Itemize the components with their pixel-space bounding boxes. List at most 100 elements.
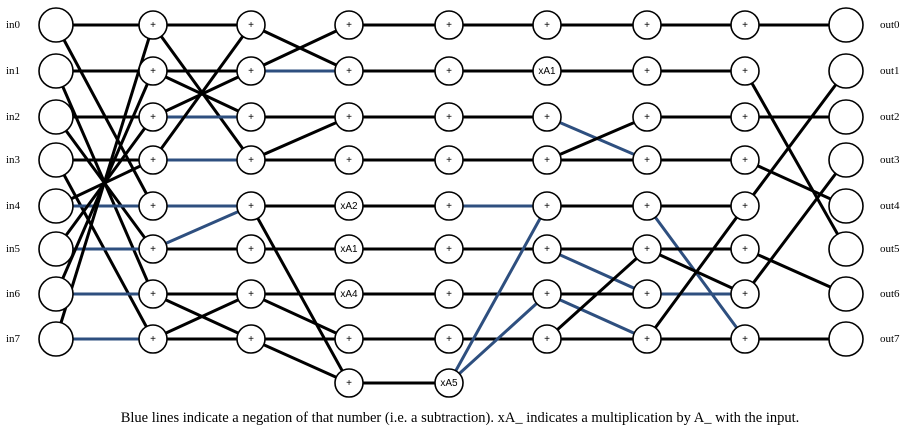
edge xyxy=(545,247,649,341)
output-label: out5 xyxy=(880,243,900,255)
input-label: in4 xyxy=(6,200,21,212)
node-circle xyxy=(236,102,266,132)
op-node: + xyxy=(730,279,760,309)
node-circle xyxy=(632,324,662,354)
node-label: + xyxy=(644,20,650,31)
output-label: out1 xyxy=(880,65,900,77)
node-circle xyxy=(236,56,266,86)
node-layer: ++++++++++++++++++++xA2xA1xA4++++++++++x… xyxy=(38,7,864,398)
node-circle xyxy=(38,7,74,43)
negated-edge xyxy=(447,292,549,385)
node-circle xyxy=(38,99,74,135)
node-circle xyxy=(828,142,864,178)
node-circle xyxy=(334,279,364,309)
node-label: + xyxy=(644,201,650,212)
op-node: + xyxy=(138,56,168,86)
op-node: + xyxy=(138,324,168,354)
node-label: + xyxy=(248,289,254,300)
input-node xyxy=(38,231,74,267)
node-circle xyxy=(138,102,168,132)
op-node: xA4 xyxy=(334,279,364,309)
node-circle xyxy=(38,53,74,89)
node-circle xyxy=(730,56,760,86)
op-node: + xyxy=(532,234,562,264)
node-label: + xyxy=(446,244,452,255)
node-label: + xyxy=(544,244,550,255)
node-label: + xyxy=(644,112,650,123)
node-circle xyxy=(434,10,464,40)
op-node: xA1 xyxy=(334,234,364,264)
edge xyxy=(249,115,351,162)
op-node: + xyxy=(138,10,168,40)
node-circle xyxy=(828,276,864,312)
input-node xyxy=(38,276,74,312)
output-node xyxy=(828,142,864,178)
input-node xyxy=(38,142,74,178)
op-node: + xyxy=(236,10,266,40)
op-node: + xyxy=(334,10,364,40)
op-node: + xyxy=(632,234,662,264)
edge xyxy=(743,69,848,251)
op-node: + xyxy=(236,324,266,354)
op-node: xA1 xyxy=(532,56,562,86)
node-circle xyxy=(138,191,168,221)
node-circle xyxy=(532,234,562,264)
input-node xyxy=(38,99,74,135)
edge xyxy=(743,158,848,296)
output-label: out7 xyxy=(880,333,900,345)
op-node: + xyxy=(434,145,464,175)
op-node: + xyxy=(434,191,464,221)
op-node: + xyxy=(334,368,364,398)
node-circle xyxy=(334,324,364,354)
signal-flow-diagram: ++++++++++++++++++++xA2xA1xA4++++++++++x… xyxy=(6,7,900,398)
node-label: + xyxy=(742,289,748,300)
node-circle xyxy=(532,279,562,309)
node-circle xyxy=(236,234,266,264)
node-circle xyxy=(828,53,864,89)
node-circle xyxy=(334,56,364,86)
node-circle xyxy=(532,145,562,175)
node-circle xyxy=(434,56,464,86)
node-label: + xyxy=(248,20,254,31)
node-circle xyxy=(828,321,864,357)
node-label: xA1 xyxy=(538,66,556,77)
node-label: + xyxy=(248,334,254,345)
output-node xyxy=(828,321,864,357)
input-label: in1 xyxy=(6,65,20,77)
input-node xyxy=(38,321,74,357)
diagram-caption: Blue lines indicate a negation of that n… xyxy=(120,410,800,426)
node-label: + xyxy=(446,66,452,77)
node-label: + xyxy=(346,20,352,31)
node-circle xyxy=(138,10,168,40)
input-label: in3 xyxy=(6,154,21,166)
node-circle xyxy=(632,56,662,86)
op-node: + xyxy=(632,191,662,221)
op-node: + xyxy=(632,102,662,132)
op-node: + xyxy=(236,234,266,264)
op-node: + xyxy=(730,145,760,175)
node-circle xyxy=(138,324,168,354)
edge xyxy=(249,292,351,341)
op-node: + xyxy=(434,324,464,354)
op-node: xA5 xyxy=(434,368,464,398)
node-label: + xyxy=(446,155,452,166)
node-circle xyxy=(236,10,266,40)
op-node: + xyxy=(730,102,760,132)
node-label: + xyxy=(742,66,748,77)
node-label: + xyxy=(446,112,452,123)
node-label: + xyxy=(248,66,254,77)
node-circle xyxy=(138,56,168,86)
op-node: + xyxy=(236,102,266,132)
node-circle xyxy=(334,368,364,398)
op-node: + xyxy=(730,324,760,354)
node-circle xyxy=(334,102,364,132)
node-circle xyxy=(632,10,662,40)
op-node: + xyxy=(532,145,562,175)
node-circle xyxy=(434,279,464,309)
node-circle xyxy=(730,279,760,309)
io-labels: in0in1in2in3in4in5in6in7out0out1out2out3… xyxy=(6,19,900,345)
node-label: + xyxy=(346,66,352,77)
node-label: + xyxy=(248,201,254,212)
node-circle xyxy=(730,145,760,175)
node-circle xyxy=(632,145,662,175)
